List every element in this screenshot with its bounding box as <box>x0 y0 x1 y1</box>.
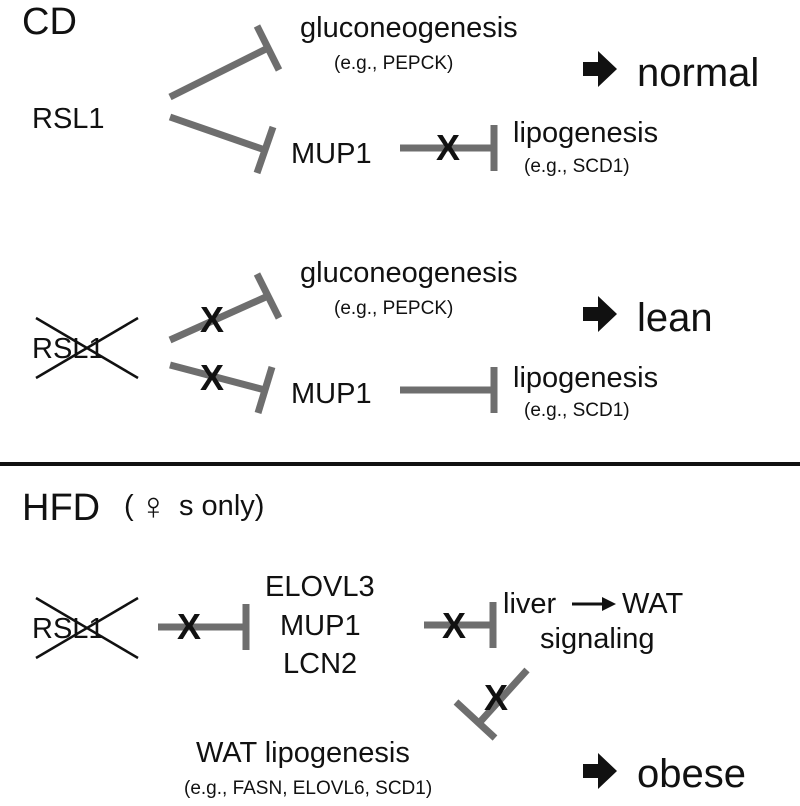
gluconeogenesis-label: gluconeogenesis <box>300 257 518 289</box>
block-mark-3: X <box>484 677 508 718</box>
outcome-arrow <box>583 51 617 87</box>
qualifier-text: s only) <box>179 490 264 522</box>
knockout-cross <box>35 316 139 380</box>
block-mark-2: X <box>200 357 224 398</box>
wat-lipogenesis-example: (e.g., FASN, ELOVL6, SCD1) <box>184 778 432 799</box>
block-mark: X <box>436 127 460 168</box>
mup1-label: MUP1 <box>291 378 372 410</box>
outcome-lean: lean <box>637 296 713 340</box>
qualifier-open-paren: ( <box>124 490 134 522</box>
inhibition-mup1-lipogenesis <box>400 125 498 171</box>
outcome-normal: normal <box>637 51 759 95</box>
lipogenesis-example: (e.g., SCD1) <box>524 400 630 421</box>
wat-label: WAT <box>622 588 683 620</box>
liver-label: liver <box>503 588 557 620</box>
knockout-cross <box>35 596 139 660</box>
inhibition-mup1-lipogenesis <box>400 367 498 413</box>
inhibition-rsl1-gluconeogenesis <box>168 24 283 101</box>
gluconeogenesis-label: gluconeogenesis <box>300 12 518 44</box>
inhibition-signaling-wat-lipogenesis <box>453 667 530 741</box>
regulator-label: RSL1 <box>32 103 105 135</box>
panel-cd-knockout: RSL1 gluconeogenesis (e.g., PEPCK) MUP1 … <box>32 257 713 421</box>
gene-mup1: MUP1 <box>280 610 361 642</box>
panel-hfd: HFD ( ♀ s only) RSL1 X ELOVL3 MUP1 LCN2 … <box>22 486 746 799</box>
lipogenesis-label: lipogenesis <box>513 362 658 394</box>
block-mark-1: X <box>177 606 201 647</box>
block-mark-1: X <box>200 299 224 340</box>
outcome-arrow <box>583 296 617 332</box>
gluconeogenesis-example: (e.g., PEPCK) <box>334 53 453 74</box>
inhibition-rsl1-mup1 <box>168 113 277 175</box>
mup1-label: MUP1 <box>291 138 372 170</box>
arrow-liver-to-wat <box>572 597 616 611</box>
block-mark-2: X <box>442 605 466 646</box>
panel-cd-title: CD <box>22 1 77 43</box>
female-symbol: ♀ <box>139 486 168 528</box>
wat-lipogenesis-label: WAT lipogenesis <box>196 737 410 769</box>
inhibition-rsl1-genes <box>158 604 250 650</box>
panel-hfd-title: HFD <box>22 487 100 529</box>
lipogenesis-label: lipogenesis <box>513 117 658 149</box>
signaling-label: signaling <box>540 623 654 655</box>
panel-cd-normal: CD RSL1 gluconeogenesis (e.g., PEPCK) MU… <box>22 1 759 177</box>
gene-elovl3: ELOVL3 <box>265 571 375 603</box>
inhibition-genes-signaling <box>424 602 497 648</box>
gene-lcn2: LCN2 <box>283 648 357 680</box>
outcome-arrow <box>583 753 617 789</box>
inhibition-rsl1-mup1 <box>169 361 276 415</box>
outcome-obese: obese <box>637 752 746 796</box>
lipogenesis-example: (e.g., SCD1) <box>524 156 630 177</box>
gluconeogenesis-example: (e.g., PEPCK) <box>334 298 453 319</box>
inhibition-rsl1-gluconeogenesis <box>168 272 283 344</box>
